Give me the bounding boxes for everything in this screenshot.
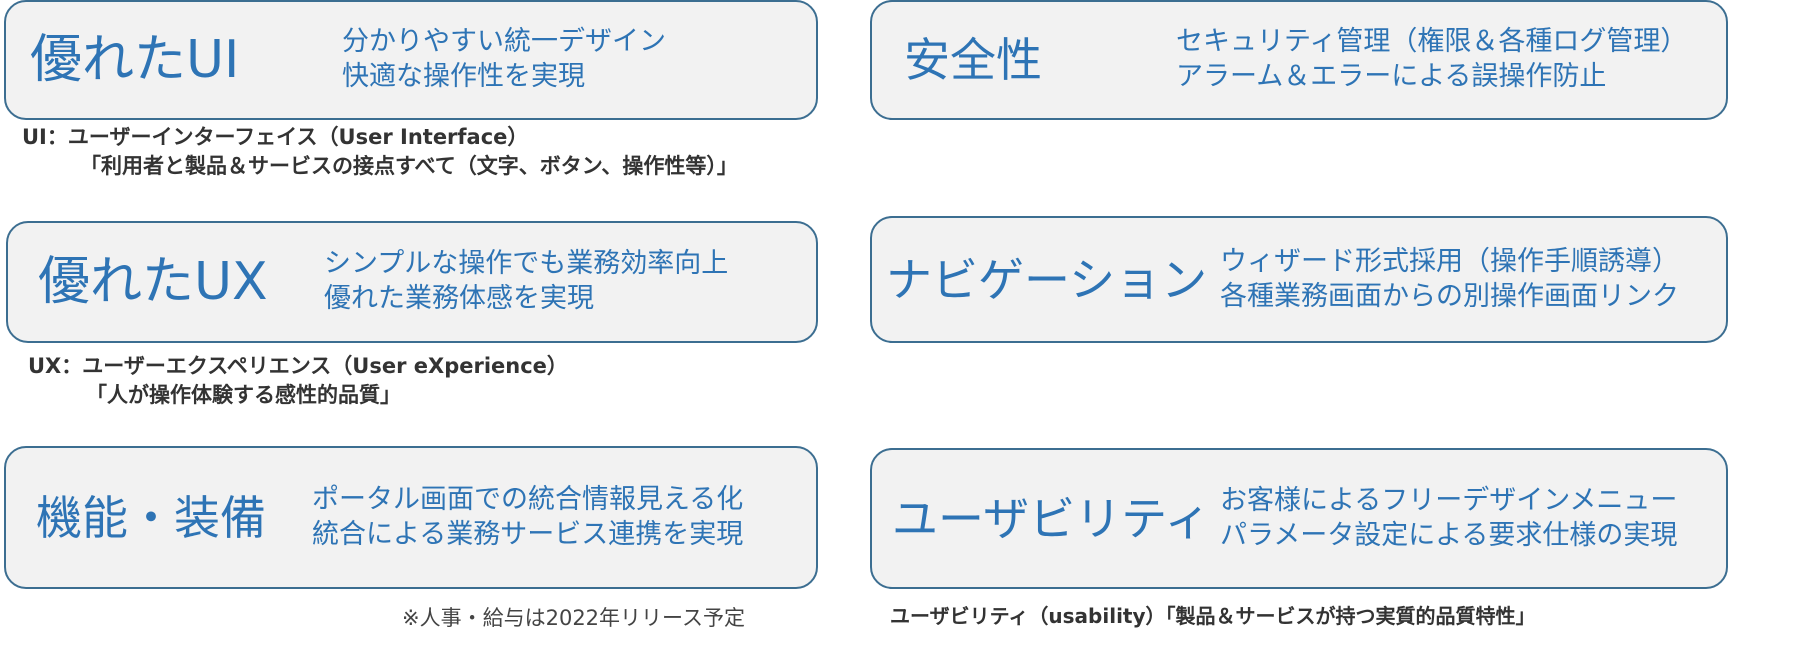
card-title-features: 機能・装備: [36, 490, 266, 545]
ux-definition-term: UX：ユーザーエクスペリエンス（User eXperience）: [28, 354, 568, 378]
card-title-ux: 優れたUX: [38, 252, 268, 312]
card-desc-security: セキュリティ管理（権限＆各種ログ管理） アラーム＆エラーによる誤操作防止: [1176, 2, 1687, 118]
card-desc-features-line1: ポータル画面での統合情報見える化: [312, 483, 744, 515]
card-desc-usability: お客様によるフリーデザインメニュー パラメータ設定による要求仕様の実現: [1220, 450, 1677, 587]
feature-card-navigation: ナビゲーション ウィザード形式採用（操作手順誘導） 各種業務画面からの別操作画面…: [870, 216, 1728, 343]
feature-card-ui: 優れたUI 分かりやすい統一デザイン 快適な操作性を実現: [4, 0, 818, 120]
card-desc-navigation: ウィザード形式採用（操作手順誘導） 各種業務画面からの別操作画面リンク: [1220, 218, 1679, 341]
ui-definition-note: UI：ユーザーインターフェイス（User Interface） 「利用者と製品＆…: [22, 123, 738, 182]
card-title-ui: 優れたUI: [30, 30, 240, 90]
card-desc-ui-line1: 分かりやすい統一デザイン: [342, 26, 666, 58]
card-desc-usability-line2: パラメータ設定による要求仕様の実現: [1220, 519, 1678, 551]
usability-definition-note: ユーザビリティ（usability）「製品＆サービスが持つ実質的品質特性」: [890, 604, 1536, 628]
card-desc-features-line2: 統合による業務サービス連携を実現: [312, 518, 744, 550]
card-desc-usability-line1: お客様によるフリーデザインメニュー: [1220, 484, 1678, 516]
card-desc-ui-line2: 快適な操作性を実現: [342, 61, 585, 92]
feature-card-ux: 優れたUX シンプルな操作でも業務効率向上 優れた業務体感を実現: [6, 221, 818, 343]
card-desc-navigation-line2: 各種業務画面からの別操作画面リンク: [1220, 280, 1679, 312]
feature-card-security: 安全性 セキュリティ管理（権限＆各種ログ管理） アラーム＆エラーによる誤操作防止: [870, 0, 1728, 120]
card-desc-ui: 分かりやすい統一デザイン 快適な操作性を実現: [342, 2, 666, 118]
release-footnote: ※人事・給与は2022年リリース予定: [402, 606, 745, 630]
ux-definition-text: 「人が操作体験する感性的品質」: [86, 383, 401, 408]
ux-definition-note: UX：ユーザーエクスペリエンス（User eXperience） 「人が操作体験…: [28, 352, 568, 411]
card-desc-navigation-line1: ウィザード形式採用（操作手順誘導）: [1220, 245, 1679, 277]
card-desc-ux-line1: シンプルな操作でも業務効率向上: [324, 248, 729, 280]
card-desc-features: ポータル画面での統合情報見える化 統合による業務サービス連携を実現: [312, 448, 743, 587]
ui-definition-text: 「利用者と製品＆サービスの接点すべて（文字、ボタン、操作性等）」: [80, 154, 738, 179]
card-title-security: 安全性: [904, 33, 1042, 87]
card-title-usability: ユーザビリティ: [892, 491, 1211, 546]
card-desc-security-line2: アラーム＆エラーによる誤操作防止: [1176, 61, 1607, 92]
ui-definition-term: UI：ユーザーインターフェイス（User Interface）: [22, 125, 529, 149]
card-desc-ux-line2: 優れた業務体感を実現: [324, 283, 594, 314]
card-title-navigation: ナビゲーション: [886, 252, 1208, 307]
feature-card-features: 機能・装備 ポータル画面での統合情報見える化 統合による業務サービス連携を実現: [4, 446, 818, 589]
card-desc-ux: シンプルな操作でも業務効率向上 優れた業務体感を実現: [324, 223, 728, 341]
feature-card-usability: ユーザビリティ お客様によるフリーデザインメニュー パラメータ設定による要求仕様…: [870, 448, 1728, 589]
card-desc-security-line1: セキュリティ管理（権限＆各種ログ管理）: [1176, 26, 1688, 58]
